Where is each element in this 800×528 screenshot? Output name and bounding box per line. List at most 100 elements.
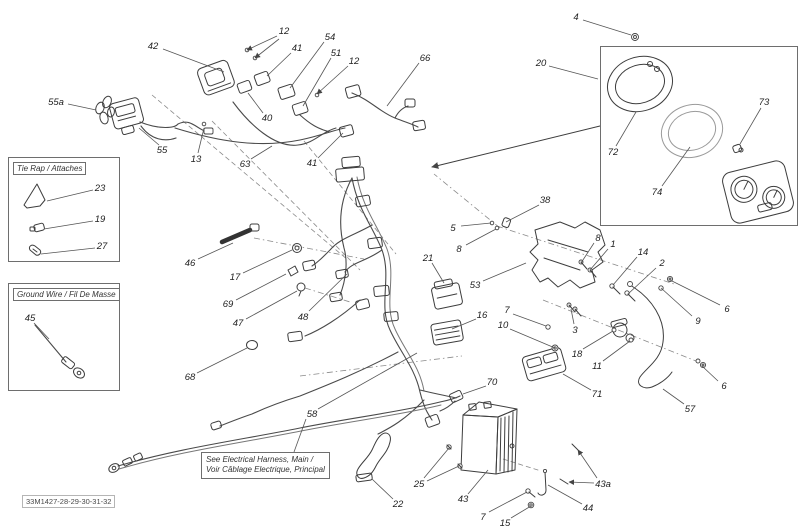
gauge-lens-74-drawing [660, 103, 724, 159]
leader-line-42 [162, 48, 225, 73]
leader-line-66 [386, 62, 420, 107]
leader-line-18 [582, 330, 614, 350]
callout-41-2: 41 [292, 43, 303, 54]
callout-74-17: 74 [652, 187, 663, 198]
leader-line-7 [512, 313, 547, 327]
battery-fasteners [446, 443, 580, 509]
switch-housing-55-drawing [109, 97, 144, 136]
callout-8-29: 8 [456, 244, 462, 255]
part-69-drawing [287, 265, 299, 277]
heat-tube-46-drawing [219, 223, 260, 245]
o-ring-68-drawing [246, 340, 258, 350]
leader-line-12 [246, 35, 278, 51]
leader-line-72 [615, 111, 637, 147]
bracket-53-drawing [529, 221, 606, 289]
see-harness-note-line1: See Electrical Harness, Main / [206, 455, 314, 464]
leader-line-10 [509, 328, 556, 349]
leader-line-70 [462, 385, 487, 395]
callout-47-25: 47 [233, 318, 244, 329]
leader-line-43 [467, 469, 489, 495]
leader-line-68 [196, 347, 248, 374]
callout-41-12: 41 [307, 158, 318, 169]
leader-line-1 [589, 248, 609, 271]
gauge-bezel-72-drawing [607, 55, 673, 113]
handlebar-wires-drawing [139, 101, 346, 146]
callout-46-22: 46 [185, 258, 196, 269]
leader-line-27 [40, 247, 96, 255]
ground-wire-45-drawing [34, 324, 85, 379]
callout-13-9: 13 [191, 154, 202, 165]
callout-8-41: 8 [595, 233, 601, 244]
callout-3-36: 3 [572, 325, 578, 336]
leader-line-13 [197, 127, 205, 154]
leader-line-45 [33, 322, 50, 340]
switch-cluster-55a-drawing [95, 95, 115, 125]
figure-code: 33M1427-28-29-30-31-32 [22, 495, 116, 508]
callout-1-42: 1 [610, 239, 615, 250]
leader-line-6 [669, 279, 721, 306]
callout-57-48: 57 [685, 404, 696, 415]
callout-22-50: 22 [392, 499, 404, 510]
leader-line-51 [302, 57, 332, 107]
callout-45-21: 45 [25, 313, 36, 324]
leader-line-23 [46, 189, 94, 202]
callout-5-28: 5 [450, 223, 456, 234]
grommet-17-drawing [292, 243, 302, 253]
leader-line-25 [423, 447, 450, 479]
callout-70-40: 70 [487, 377, 498, 388]
leader-line-55 [138, 127, 160, 146]
leader-line-15 [510, 505, 532, 519]
leader-line-38 [505, 204, 540, 223]
leader-line-44 [547, 484, 583, 505]
see-harness-note: See Electrical Harness, Main / Voir Câbl… [201, 452, 330, 479]
leader-line-19 [43, 220, 94, 230]
leader-line-53 [482, 262, 527, 282]
leader-line-8 [580, 242, 595, 264]
callout-11-38: 11 [592, 361, 602, 372]
callout-14-43: 14 [638, 247, 649, 258]
battery-43-drawing [460, 401, 518, 475]
leader-line-17 [242, 249, 293, 274]
callout-44-55: 44 [583, 503, 594, 514]
callout-42-0: 42 [148, 41, 159, 52]
callout-16-33: 16 [477, 310, 488, 321]
leader-line-74 [661, 146, 691, 187]
callout-7-53: 7 [480, 512, 486, 523]
callout-19-19: 19 [95, 214, 106, 225]
callout-68-27: 68 [185, 372, 196, 383]
leader-line-20 [548, 65, 599, 80]
leader-line-7 [488, 491, 528, 513]
callout-51-4: 51 [331, 48, 342, 59]
leader-line-73 [739, 107, 762, 145]
callout-38-30: 38 [540, 195, 551, 206]
callout-20-14: 20 [535, 58, 547, 69]
callout-73-16: 73 [759, 97, 770, 108]
clip-19-drawing [29, 222, 45, 233]
callout-40-10: 40 [262, 113, 273, 124]
leader-line-57 [662, 388, 685, 405]
callout-6-45: 6 [724, 304, 730, 315]
steering-connectors-drawing [236, 70, 355, 138]
gauge-button-73-drawing [732, 143, 744, 154]
leader-line-58 [317, 352, 418, 410]
callout-2-44: 2 [658, 258, 665, 269]
leader-line-2 [627, 267, 657, 295]
leader-line-11 [602, 340, 631, 362]
leader-line-48 [308, 273, 348, 312]
callout-55-8: 55 [157, 145, 168, 156]
callout-55a-7: 55a [48, 97, 64, 108]
leader-line-8 [465, 228, 497, 246]
ground-wire-box [8, 283, 120, 391]
leader-line-12 [254, 38, 280, 59]
gauge-inset-box [600, 46, 798, 226]
callout-4-13: 4 [573, 12, 578, 23]
callout-15-54: 15 [500, 518, 511, 528]
relay-21-drawing [431, 278, 463, 310]
hold-down-rod-57-drawing [627, 281, 673, 389]
callout-71-39: 71 [592, 389, 603, 400]
battery-bracket-22-drawing [355, 432, 391, 483]
front-cable-drawing [108, 395, 461, 473]
leader-line-63 [250, 145, 273, 160]
